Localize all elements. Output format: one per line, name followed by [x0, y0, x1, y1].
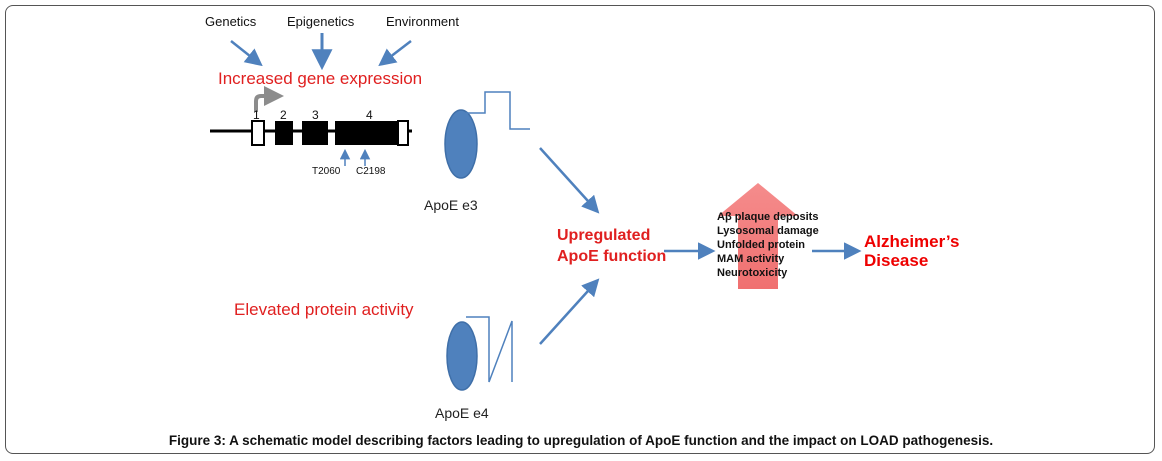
factor-environment: Environment [386, 14, 459, 29]
exon-number-1: 1 [253, 108, 260, 122]
exon-4-utr [397, 120, 409, 146]
mutation-t2060: T2060 [312, 166, 341, 177]
upregulated-function-label: Upregulated ApoE function [557, 225, 666, 267]
factor-epigenetics: Epigenetics [287, 14, 355, 29]
effect-neurotoxicity: Neurotoxicity [717, 267, 788, 279]
factor-genetics: Genetics [205, 14, 257, 29]
exon-2 [275, 121, 293, 145]
effect-plaque: Aβ plaque deposits [717, 211, 819, 223]
effect-unfolded: Unfolded protein [717, 239, 805, 251]
effect-lysosomal: Lysosomal damage [717, 225, 819, 237]
environment-arrow [378, 40, 412, 67]
exon-4 [335, 121, 397, 145]
effects-list: Aβ plaque deposits Lysosomal damage Unfo… [717, 210, 819, 280]
figure-caption: Figure 3: A schematic model describing f… [168, 433, 994, 448]
increased-expression-label: Increased gene expression [218, 69, 423, 88]
exon-number-4: 4 [366, 108, 373, 122]
big-up-arrow [718, 183, 798, 289]
disease-line-2: Disease [864, 251, 929, 270]
mutation-c2198: C2198 [356, 166, 386, 177]
exon-number-3: 3 [312, 108, 319, 122]
alzheimers-disease-label: Alzheimer’s Disease [864, 232, 959, 270]
gene-structure [210, 86, 412, 166]
disease-line-1: Alzheimer’s [864, 232, 960, 251]
apoe-e4-signal [466, 316, 513, 383]
apoe-e3-ellipse [444, 109, 478, 179]
genetics-arrow [230, 40, 263, 67]
exon-1 [251, 120, 265, 146]
exon-number-2: 2 [280, 108, 287, 122]
apoe-e3-signal [466, 91, 530, 130]
e4-to-function-arrow [539, 278, 600, 345]
apoe-e4-ellipse [446, 321, 478, 391]
e3-to-function-arrow [539, 147, 600, 214]
exon-3 [302, 121, 328, 145]
apoe-e3-label: ApoE e3 [424, 197, 478, 213]
transcription-start-arrow [254, 86, 284, 112]
upregulated-line-1: Upregulated [557, 227, 651, 244]
figure-frame [5, 5, 1155, 454]
apoe-e4-label: ApoE e4 [435, 405, 489, 421]
effect-mam: MAM activity [717, 253, 785, 265]
upregulated-line-2: ApoE function [557, 248, 667, 265]
elevated-activity-label: Elevated protein activity [234, 300, 414, 319]
